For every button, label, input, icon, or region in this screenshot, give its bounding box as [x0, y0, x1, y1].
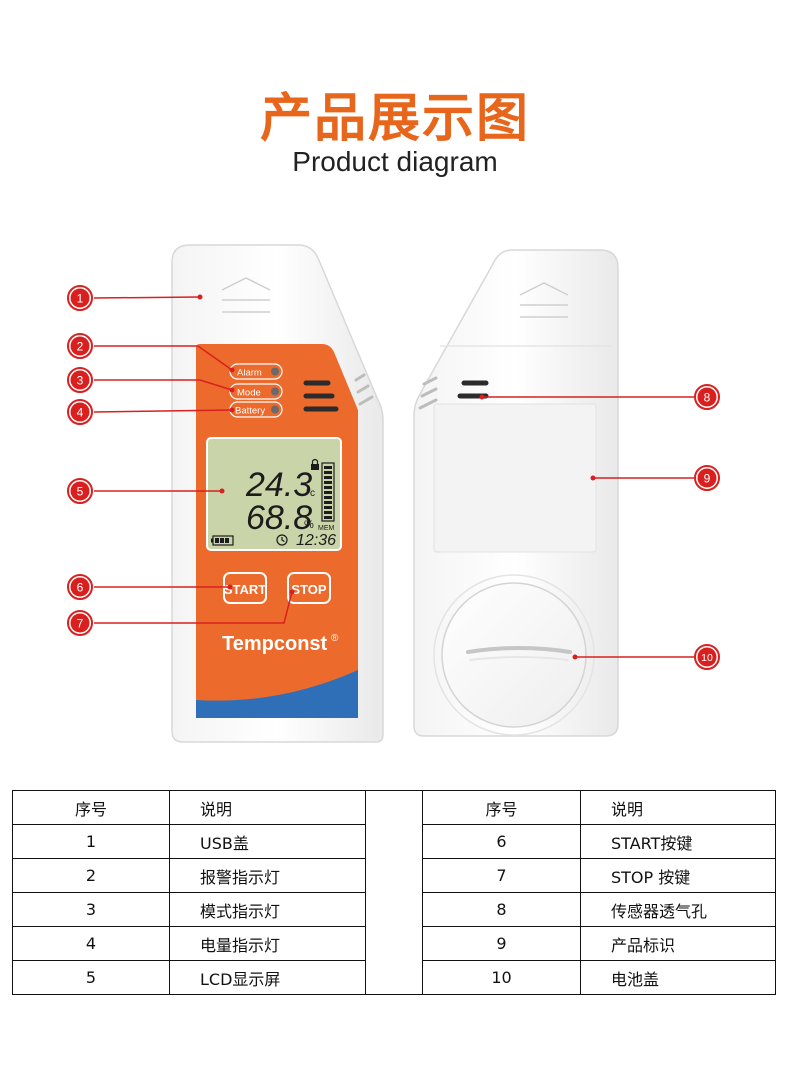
row-desc: USB盖 [169, 824, 366, 859]
callout-9: 9 [694, 465, 720, 491]
callout-4: 4 [67, 399, 93, 425]
table-row: 3 模式指示灯 8 传感器透气孔 [12, 892, 776, 927]
callout-2-label: 2 [77, 340, 84, 354]
table-header-row: 序号 说明 序号 说明 [12, 790, 776, 995]
row-desc: STOP 按键 [580, 858, 776, 893]
usb-cap-arrow-icon-back [519, 282, 569, 318]
lcd-temp-unit: °c [306, 488, 315, 499]
row-index: 9 [422, 926, 581, 961]
device-front: Alarm Mode Battery 24.3 °c 68.8 % MEM 12… [171, 244, 384, 743]
callout-5: 5 [67, 478, 93, 504]
callout-1: 1 [67, 285, 93, 311]
row-desc: 电量指示灯 [169, 926, 366, 961]
callout-8: 8 [694, 384, 720, 410]
device-back [413, 249, 619, 737]
callout-3: 3 [67, 367, 93, 393]
row-index: 10 [422, 960, 581, 995]
callout-2: 2 [67, 333, 93, 359]
lcd-display: 24.3 °c 68.8 % MEM 12:36 [206, 437, 342, 551]
row-index: 4 [12, 926, 170, 961]
row-index: 5 [12, 960, 170, 995]
lcd-humidity-unit: % [304, 519, 314, 531]
table-row: 5 LCD显示屏 10 电池盖 [12, 960, 776, 995]
product-label-area [433, 403, 597, 553]
brand-logo: Tempconst [222, 633, 328, 655]
header-desc-left: 说明 [169, 790, 366, 825]
callout-6-label: 6 [77, 581, 84, 595]
usb-cap-arrow-icon [221, 277, 271, 313]
callout-7: 7 [67, 610, 93, 636]
row-desc: 电池盖 [580, 960, 776, 995]
table-gap [365, 790, 423, 995]
brand-registered-mark: ® [331, 633, 339, 644]
callout-10: 10 [694, 644, 720, 670]
indicator-battery-label: Battery [235, 406, 265, 417]
row-index: 8 [422, 892, 581, 927]
page-title: 产品展示图 [259, 89, 530, 149]
sensor-vent-icon [303, 380, 339, 412]
indicator-alarm-label: Alarm [237, 368, 262, 379]
row-index: 6 [422, 824, 581, 859]
header-desc-right: 说明 [580, 790, 776, 825]
row-index: 2 [12, 858, 170, 893]
indicator-alarm: Alarm [229, 363, 283, 380]
table-row: 4 电量指示灯 9 产品标识 [12, 926, 776, 961]
lcd-humidity: 68.8 [246, 499, 312, 537]
callout-6: 6 [67, 574, 93, 600]
header-index-right: 序号 [422, 790, 581, 825]
spec-table: 序号 说明 序号 说明 1 USB盖 6 START按键 2 报警指示灯 7 S… [12, 790, 776, 995]
lcd-lock-icon [311, 458, 319, 470]
indicator-mode: Mode [229, 383, 283, 400]
device-front-blue-band [196, 670, 358, 718]
row-desc: 产品标识 [580, 926, 776, 961]
lcd-battery-icon [211, 535, 234, 546]
indicator-mode-label: Mode [237, 388, 261, 399]
callout-10-label: 10 [701, 652, 713, 664]
callout-7-label: 7 [77, 617, 84, 631]
lcd-mem-label: MEM [318, 525, 335, 532]
header-index-left: 序号 [12, 790, 170, 825]
lcd-memory-bar-icon [321, 462, 335, 522]
row-desc: START按键 [580, 824, 776, 859]
row-desc: LCD显示屏 [169, 960, 366, 995]
callout-5-label: 5 [77, 485, 84, 499]
lcd-temperature: 24.3 [245, 466, 312, 504]
row-index: 3 [12, 892, 170, 927]
lcd-time: 12:36 [296, 532, 336, 549]
row-desc: 报警指示灯 [169, 858, 366, 893]
lcd-clock-icon [276, 534, 288, 546]
callout-lines [93, 296, 694, 658]
callout-9-label: 9 [704, 472, 711, 486]
callout-4-label: 4 [77, 406, 84, 420]
callout-3-label: 3 [77, 374, 84, 388]
page-subtitle: Product diagram [292, 146, 498, 177]
row-index: 7 [422, 858, 581, 893]
callout-1-label: 1 [77, 292, 84, 306]
callout-dots [197, 294, 596, 660]
start-button-label: START [224, 582, 266, 597]
battery-cover[interactable] [433, 574, 595, 736]
product-diagram: Alarm Mode Battery 24.3 °c 68.8 % MEM 12… [67, 244, 720, 743]
callout-8-label: 8 [704, 391, 711, 405]
start-button[interactable]: START [223, 572, 267, 604]
indicator-battery: Battery [229, 401, 283, 418]
row-desc: 模式指示灯 [169, 892, 366, 927]
row-desc: 传感器透气孔 [580, 892, 776, 927]
stop-button[interactable]: STOP [287, 572, 331, 604]
stop-button-label: STOP [291, 582, 326, 597]
row-index: 1 [12, 824, 170, 859]
